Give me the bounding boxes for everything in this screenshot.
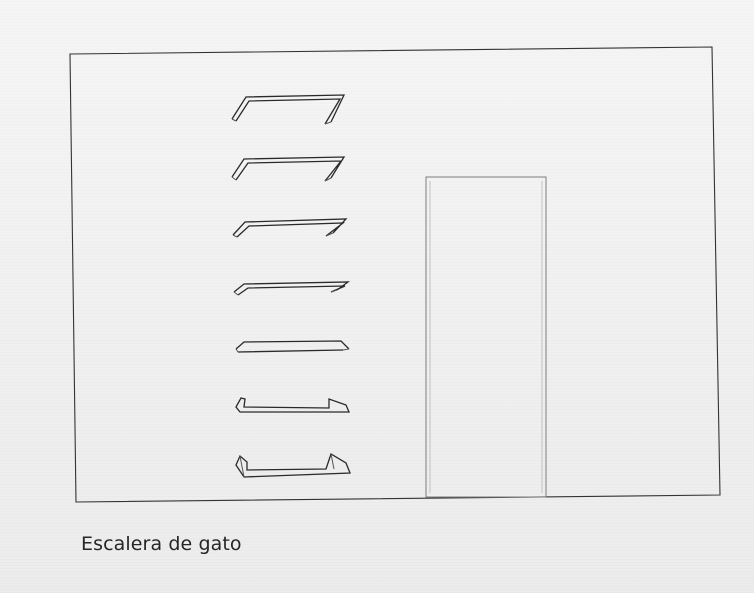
ladder-rung-outline — [235, 397, 350, 413]
ladder-rung-detail — [231, 176, 332, 182]
ladder-rung — [231, 94, 346, 125]
ladder-rung — [235, 340, 350, 353]
door-opening — [425, 176, 547, 498]
figure-caption: Escalera de gato — [81, 533, 242, 555]
ladder-rung-detail — [235, 348, 350, 353]
ladder-rung-outline — [233, 281, 351, 296]
ladder-rung-outline — [232, 218, 348, 238]
ladder-rung-detail — [239, 453, 335, 478]
ladder-rung-outline — [235, 453, 351, 478]
wall-outline — [69, 46, 721, 503]
ladder-rung-detail — [231, 118, 332, 125]
ladder-rung — [233, 281, 351, 296]
ladder-rung-outline — [235, 340, 350, 353]
ladder-rung-outline — [231, 94, 346, 125]
ladder-rung — [235, 397, 350, 413]
ladder-rung-outline — [231, 156, 346, 182]
ladder-rung-detail — [232, 232, 334, 238]
ladder-rung-detail — [233, 289, 338, 296]
ladder-rung — [232, 218, 348, 238]
ladder-rung — [231, 156, 346, 182]
ladder-rung — [235, 453, 351, 478]
cat-ladder — [231, 94, 351, 478]
